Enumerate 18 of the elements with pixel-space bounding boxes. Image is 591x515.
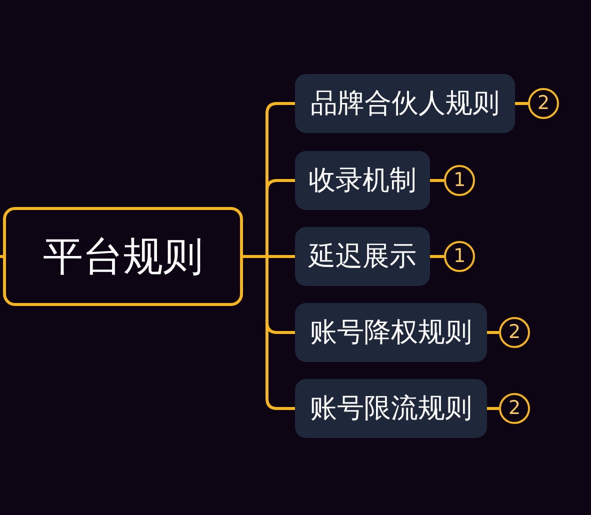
subtopic-box: 延迟展示 [295, 227, 430, 286]
connector-line [487, 407, 499, 410]
count-circle: 2 [528, 88, 559, 119]
subtopic-box: 收录机制 [295, 151, 430, 210]
connector-line [0, 255, 3, 258]
connector-line [243, 255, 295, 410]
count-circle: 1 [444, 165, 475, 196]
subtopic-box: 品牌合伙人规则 [295, 74, 515, 133]
connector-line [430, 179, 444, 182]
subtopic-box: 账号降权规则 [295, 303, 487, 362]
connector-line [487, 331, 499, 334]
count-circle: 2 [499, 393, 530, 424]
connector-line [430, 255, 444, 258]
count-circle: 1 [444, 241, 475, 272]
connector-line [515, 102, 528, 105]
count-circle: 2 [499, 317, 530, 348]
topic-box: 平台规则 [3, 207, 243, 306]
subtopic-box: 账号限流规则 [295, 379, 487, 438]
